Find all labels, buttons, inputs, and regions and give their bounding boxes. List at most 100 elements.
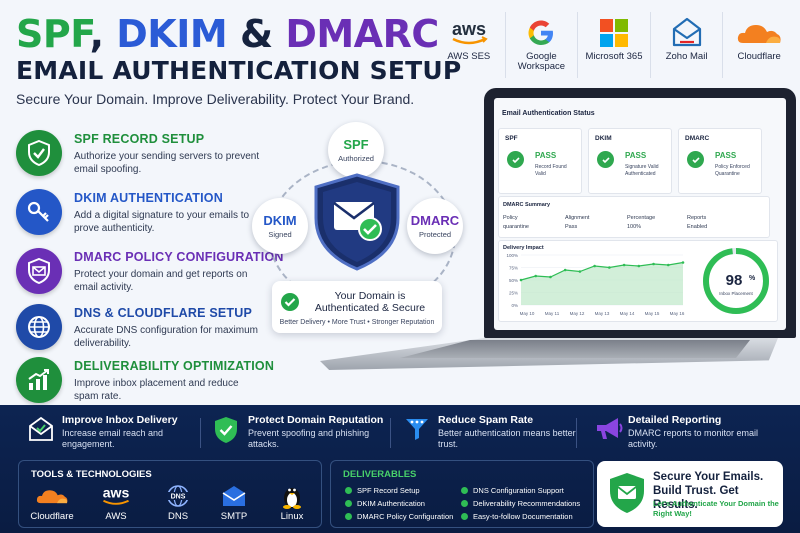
globe-icon	[16, 304, 62, 350]
headline-subtitle: EMAIL AUTHENTICATION SETUP	[16, 56, 462, 85]
divider	[200, 418, 201, 448]
card-status: PASS	[715, 151, 737, 160]
chart-y-tick: 25%	[509, 291, 518, 296]
summary-value: Pass	[565, 224, 578, 230]
benefit-title: Detailed Reporting	[628, 414, 722, 426]
benefit-reporting: Detailed Reporting DMARC reports to moni…	[586, 412, 786, 456]
chart-x-tick: May 16	[670, 311, 685, 316]
shield-check-icon	[16, 130, 62, 176]
benefit-title: Protect Domain Reputation	[248, 414, 384, 426]
gauge-unit: %	[749, 275, 756, 282]
laptop-screen: Email Authentication Status SPF PASS Rec…	[494, 98, 786, 330]
feature-desc: Accurate DNS configuration for maximum d…	[74, 325, 258, 349]
tool-label: DNS	[167, 511, 189, 522]
card-detail-1: Record Found	[535, 164, 567, 170]
chart-y-tick: 75%	[509, 266, 518, 271]
card-detail-2: Valid	[535, 171, 546, 177]
tool-label: SMTP	[220, 511, 248, 522]
chart-point	[549, 275, 552, 279]
dns-wordmark: DNS	[171, 494, 186, 501]
provider-label: Google Workspace	[517, 51, 566, 72]
chart-x-tick: May 15	[645, 311, 660, 316]
card-name: DMARC	[685, 135, 710, 142]
chart-point	[652, 262, 655, 266]
laptop-keyboard	[400, 340, 750, 358]
cta-line2: Build Trust. Get Results.	[653, 485, 739, 511]
card-status: PASS	[625, 151, 647, 160]
node-dmarc: DMARC Protected	[407, 198, 463, 254]
summary-value: Enabled	[687, 224, 708, 230]
summary-label: Percentage	[627, 215, 656, 221]
tool-aws: aws AWS	[89, 483, 143, 525]
provider-cloudflare: Cloudflare	[723, 12, 795, 78]
provider-label: Cloudflare	[737, 51, 781, 62]
megaphone-icon	[594, 416, 624, 447]
impact-title: Delivery Impact	[503, 245, 544, 251]
chart-x-tick: May 13	[595, 311, 610, 316]
feature-desc: Protect your domain and get reports on e…	[74, 269, 248, 293]
feature-dmarc: DMARC POLICY CONFIGURATION Protect your …	[16, 244, 283, 298]
google-logo-icon	[525, 14, 557, 52]
tools-panel: TOOLS & TECHNOLOGIES Cloudflare aws AWS …	[18, 460, 322, 528]
provider-microsoft-365: Microsoft 365	[578, 12, 651, 78]
chart-point	[534, 274, 538, 278]
tool-label: AWS	[105, 511, 127, 522]
feature-title: DNS & CLOUDFLARE SETUP	[74, 306, 253, 320]
check-circle-icon	[507, 151, 524, 168]
smtp-icon	[221, 483, 247, 509]
chart-up-icon	[16, 357, 62, 403]
gauge-value: 98	[726, 272, 743, 289]
tool-cloudflare: Cloudflare	[25, 483, 79, 525]
feature-spf: SPF RECORD SETUP Authorize your sending …	[16, 126, 266, 180]
card-detail-1: Signature Valid	[625, 164, 659, 170]
provider-label: Zoho Mail	[665, 51, 708, 62]
feature-title: DMARC POLICY CONFIGURATION	[74, 250, 284, 264]
deliverable-item: DKIM Authentication	[345, 499, 425, 508]
node-sub: Protected	[418, 230, 452, 239]
deliverable-item: Easy-to-follow Documentation	[461, 512, 573, 521]
headline-spf: SPF	[16, 12, 90, 56]
chart-area	[521, 262, 683, 305]
inbox-placement-gauge: 98%Inbox Placement	[703, 248, 769, 314]
summary-title: DMARC Summary	[503, 202, 551, 208]
tool-smtp: SMTP	[207, 483, 261, 525]
summary-label: Alignment	[565, 215, 590, 221]
node-name: SPF	[343, 137, 369, 152]
chart-x-tick: May 12	[570, 311, 585, 316]
tool-dns: DNS DNS	[151, 483, 205, 525]
deliverable-item: Deliverability Recommendations	[461, 499, 580, 508]
provider-google-workspace: Google Workspace	[506, 12, 579, 78]
benefit-reputation: Protect Domain Reputation Prevent spoofi…	[206, 412, 396, 456]
summary-label: Policy	[503, 215, 518, 221]
feature-deliverability: DELIVERABILITY OPTIMIZATION Improve inbo…	[16, 353, 274, 407]
headline-tagline: Secure Your Domain. Improve Deliverabili…	[16, 91, 415, 107]
aws-icon: aws	[98, 483, 134, 509]
aws-wordmark: aws	[103, 485, 130, 501]
microsoft-logo-icon	[599, 14, 629, 52]
feature-title: DKIM AUTHENTICATION	[74, 191, 223, 205]
chart-x-tick: May 11	[545, 311, 560, 316]
benefit-desc: Better authentication means better trust…	[438, 428, 576, 449]
summary-label: Reports	[687, 215, 707, 221]
feature-title: SPF RECORD SETUP	[74, 132, 205, 146]
node-dkim: DKIM Signed	[252, 198, 308, 254]
auth-status-line1: Your Domain is	[334, 290, 406, 302]
feature-title: DELIVERABILITY OPTIMIZATION	[74, 359, 275, 373]
provider-logos: aws AWS SES Google Workspace	[433, 12, 795, 78]
provider-label: Microsoft 365	[585, 51, 643, 62]
cta-line1: Secure Your Emails.	[653, 471, 764, 483]
tool-linux: Linux	[265, 483, 319, 525]
shield-check-icon	[214, 416, 238, 449]
chart-y-tick: 100%	[506, 253, 518, 258]
auth-status-benefits: Better Delivery • More Trust • Stronger …	[279, 319, 435, 326]
cta-headline: Secure Your Emails. Build Trust. Get Res…	[653, 470, 781, 512]
auth-status-line2: Authenticated & Secure	[314, 302, 426, 314]
deliverable-item: SPF Record Setup	[345, 486, 420, 495]
deliverable-item: DMARC Policy Configuration	[345, 512, 453, 521]
shield-mail-icon	[16, 248, 62, 294]
